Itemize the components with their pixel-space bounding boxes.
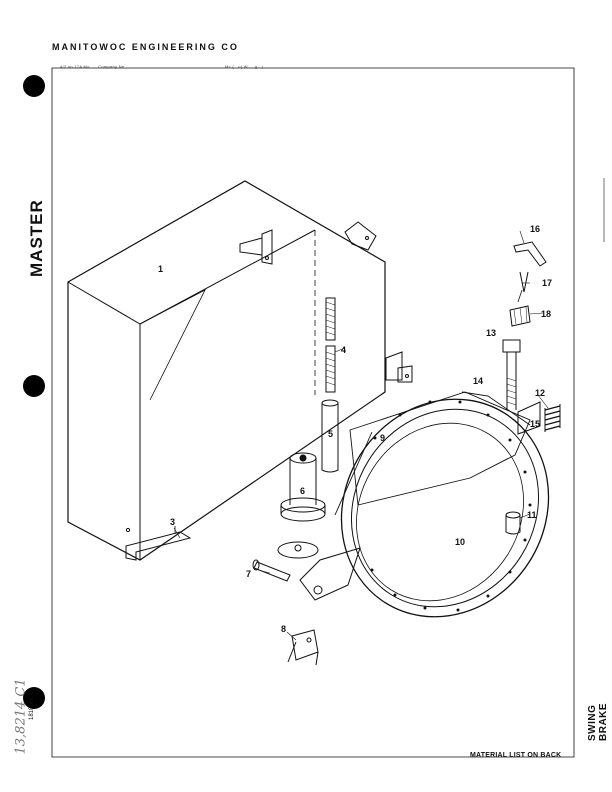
part-6-cylinder <box>280 452 326 522</box>
binder-hole-bottom <box>23 687 45 709</box>
part-4-rods <box>325 297 346 393</box>
header-subline-left: 4/2 on 17A Mo. . . Company Ne <box>60 64 125 69</box>
part-11-bushing <box>505 511 521 535</box>
part-16-clip <box>513 241 547 267</box>
header-subline-right: Mc ( ..u( W . . g . ) <box>225 64 264 69</box>
frame-border <box>51 67 575 758</box>
part-12-spring <box>544 404 561 432</box>
callout-18: 18 <box>541 309 551 319</box>
part-8-clevis <box>287 629 319 666</box>
footer-note: MATERIAL LIST ON BACK <box>470 752 562 759</box>
callout-10: 10 <box>455 537 465 547</box>
callout-11: 11 <box>527 510 537 520</box>
callout-3: 3 <box>170 517 175 527</box>
drawing-title: SWING BRAKE <box>587 702 609 741</box>
company-name: MANITOWOC ENGINEERING CO <box>52 42 239 52</box>
base-plate <box>277 541 319 559</box>
part-7-pin <box>252 559 291 582</box>
callout-7: 7 <box>246 569 251 579</box>
part-3-bracket <box>125 526 192 561</box>
part-18-nut <box>509 305 531 327</box>
callout-12: 12 <box>535 388 545 398</box>
callout-17: 17 <box>542 278 552 288</box>
callout-8: 8 <box>281 624 286 634</box>
band-rivets <box>370 400 532 612</box>
callout-1: 1 <box>158 264 163 274</box>
part-17-cotter-pin <box>517 271 529 303</box>
part-14-link <box>461 391 531 426</box>
callout-14: 14 <box>473 376 483 386</box>
part-15-bracket <box>517 401 541 435</box>
part-9-band-frame <box>299 391 531 601</box>
part-13-bolt <box>502 339 521 410</box>
part-1-cover <box>67 180 413 561</box>
callout-16: 16 <box>530 224 540 234</box>
callout-9: 9 <box>380 433 385 443</box>
callout-13: 13 <box>486 328 496 338</box>
callout-15: 15 <box>530 419 540 429</box>
callout-5: 5 <box>328 429 333 439</box>
part-5-sleeve <box>321 399 339 473</box>
callout-6: 6 <box>300 486 305 496</box>
callout-4: 4 <box>341 345 346 355</box>
part-10-band-ring <box>340 398 550 618</box>
binder-hole-top <box>23 75 45 97</box>
binder-hole-middle <box>23 375 45 397</box>
